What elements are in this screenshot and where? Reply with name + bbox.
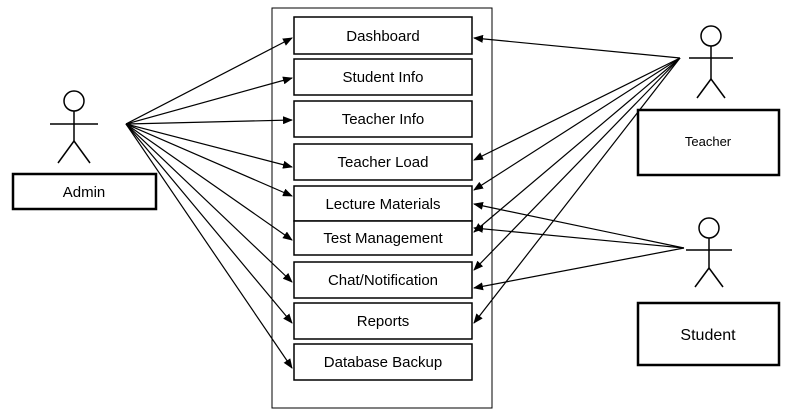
use-case-student-info[interactable]: Student Info: [293, 58, 473, 96]
association-arrow-admin-reports: [125, 123, 293, 324]
association-arrow-teacher-reports: [473, 57, 681, 324]
use-case-teacher-info[interactable]: Teacher Info: [293, 100, 473, 138]
association-arrow-admin-lecture-materials: [125, 123, 293, 197]
use-case-lecture-materials[interactable]: Lecture Materials: [293, 185, 473, 222]
use-case-label: Test Management: [323, 230, 443, 247]
association-arrow-teacher-test-management: [473, 57, 681, 233]
use-case-dashboard[interactable]: Dashboard: [293, 16, 473, 55]
association-arrow-student-test-management: [473, 224, 685, 249]
association-arrow-admin-test-management: [125, 123, 293, 241]
association-arrow-admin-teacher-info: [125, 116, 293, 125]
actor-label: Student: [680, 327, 736, 344]
use-case-label: Database Backup: [324, 354, 442, 371]
use-case-teacher-load[interactable]: Teacher Load: [293, 143, 473, 181]
stick-figure-icon: [686, 217, 732, 288]
association-arrow-admin-student-info: [125, 76, 293, 125]
association-arrow-teacher-lecture-materials: [473, 57, 681, 191]
use-case-test-management[interactable]: Test Management: [293, 220, 473, 256]
association-arrow-admin-database-backup: [125, 123, 293, 369]
association-arrow-teacher-chat-notification: [473, 57, 681, 271]
use-case-label: Dashboard: [346, 28, 419, 45]
use-case-label: Reports: [357, 313, 410, 330]
actor-label: Admin: [63, 184, 106, 201]
use-case-chat-notification[interactable]: Chat/Notification: [293, 261, 473, 299]
use-case-label: Lecture Materials: [325, 196, 440, 213]
association-arrow-admin-chat-notification: [125, 123, 293, 283]
association-arrow-student-lecture-materials: [473, 201, 685, 249]
stick-figure-icon: [50, 90, 98, 164]
association-arrow-admin-teacher-load: [125, 123, 293, 169]
association-arrow-admin-dashboard: [125, 37, 293, 125]
use-case-label: Chat/Notification: [328, 272, 438, 289]
actor-label: Teacher: [685, 134, 732, 149]
association-lines: [125, 34, 685, 369]
use-case-database-backup[interactable]: Database Backup: [293, 343, 473, 381]
actor-admin[interactable]: Admin: [11, 90, 158, 211]
actor-teacher[interactable]: Teacher: [636, 25, 781, 177]
association-arrow-teacher-teacher-load: [473, 57, 681, 161]
stick-figure-icon: [689, 25, 733, 99]
use-case-label: Student Info: [343, 69, 424, 86]
use-case-label: Teacher Info: [342, 111, 425, 128]
use-case-label: Teacher Load: [338, 154, 429, 171]
association-arrow-teacher-dashboard: [473, 34, 681, 59]
actor-student[interactable]: Student: [636, 217, 781, 367]
use-case-reports[interactable]: Reports: [293, 302, 473, 340]
association-arrow-student-chat-notification: [473, 247, 685, 291]
